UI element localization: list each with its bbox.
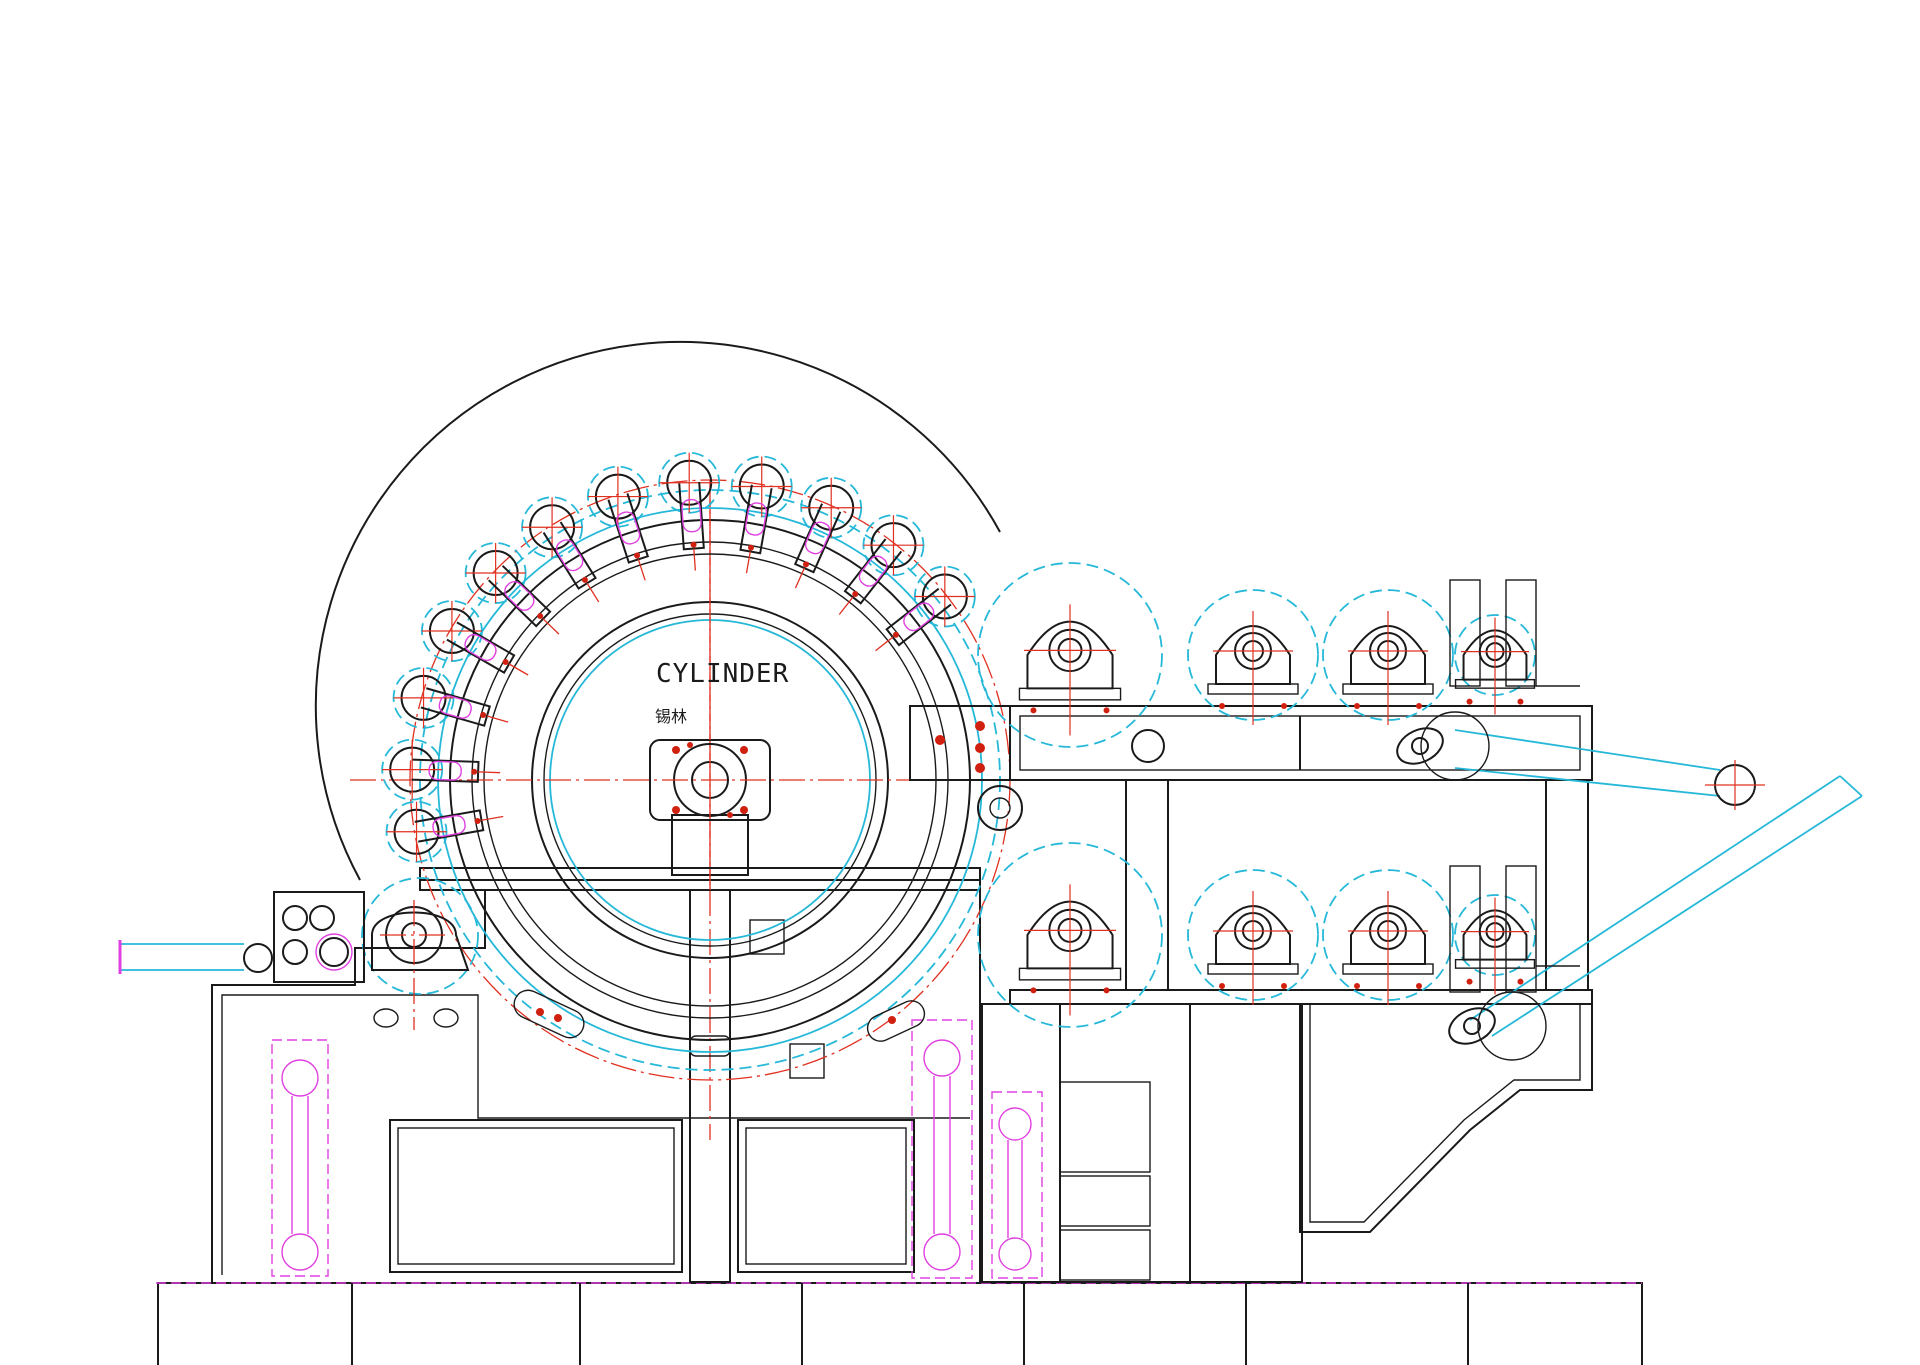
bearing-block	[1207, 611, 1299, 725]
flat-bar	[464, 542, 560, 635]
flat-bar	[730, 455, 793, 574]
flat-bar	[587, 465, 650, 581]
flat-bar	[385, 800, 504, 863]
flat-bar	[392, 666, 509, 729]
left-frame	[211, 500, 981, 1283]
chinese-stamp-text: 锡林	[655, 707, 687, 726]
bearing-block	[1342, 891, 1434, 1005]
bearing-blocks	[1018, 604, 1536, 1016]
flat-bar	[421, 600, 529, 676]
bearing-block	[1454, 897, 1536, 995]
flat-bar	[381, 738, 501, 801]
flat-bar	[875, 565, 976, 652]
bearing-block	[1454, 617, 1536, 715]
bearing-block	[1342, 611, 1434, 725]
bearing-block	[1018, 604, 1122, 736]
flat-bar	[793, 476, 863, 589]
doffer-frame	[909, 705, 1593, 1283]
take-off-rollers	[977, 711, 1863, 1061]
flat-bar	[521, 496, 600, 603]
bearing-uprights	[1449, 579, 1580, 993]
magenta-linkages	[271, 1019, 1043, 1279]
flat-bar	[658, 451, 721, 571]
bearing-block	[1207, 891, 1299, 1005]
bearing-block	[1018, 884, 1122, 1016]
flat-bar	[838, 514, 925, 615]
licker-in-assembly	[118, 877, 479, 1030]
foundation-base	[156, 1282, 1643, 1365]
cleaner-plates	[513, 989, 926, 1042]
cylinder-label: CYLINDER	[656, 659, 789, 689]
revolving-flats	[381, 451, 976, 863]
cylinder-assembly: CYLINDER 锡林	[314, 340, 1080, 1081]
